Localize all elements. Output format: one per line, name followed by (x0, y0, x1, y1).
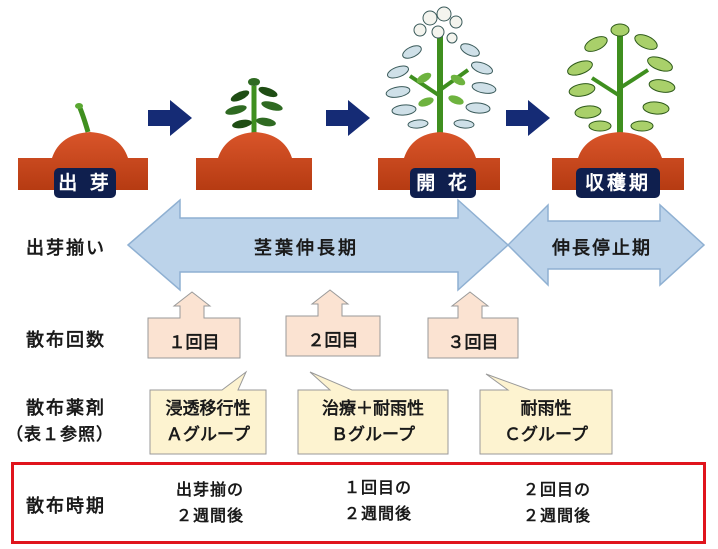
spray-timing-highlight (11, 462, 706, 544)
callout-count-3 (427, 291, 519, 359)
chem-b-line2: Ｂグループ (331, 425, 415, 445)
row-label-chemical: 散布薬剤 (26, 398, 106, 419)
plant-young (225, 78, 283, 140)
callout-count-2 (285, 289, 381, 357)
plant-flowering (385, 6, 497, 140)
chem-b-line1: 治療＋耐雨性 (322, 399, 424, 419)
arrow-elongation-stop (506, 203, 706, 287)
spray-count-3: ３回目 (447, 333, 499, 353)
row-label-chemical-ref: （表１参照） (6, 425, 114, 445)
row-label-spray-timing: 散布時期 (26, 496, 106, 517)
spray-count-2: ２回目 (307, 331, 359, 351)
chem-c-line1: 耐雨性 (520, 399, 572, 419)
timing-3-line2: ２週間後 (522, 506, 591, 525)
callout-count-1 (147, 291, 241, 359)
stage-arrow-2 (326, 100, 370, 136)
plant-harvest (567, 23, 676, 140)
chem-a-line1: 浸透移行性 (165, 399, 251, 419)
stage-label-emergence: 出 芽 (54, 168, 116, 198)
callout-chem-a (149, 370, 267, 455)
stage-arrow-1 (148, 100, 192, 136)
stage-label-harvest: 収穫期 (576, 168, 660, 198)
soil-mound-young (196, 132, 312, 190)
period-label-elongation-stop: 伸長停止期 (552, 238, 652, 259)
spray-count-1: １回目 (168, 333, 220, 353)
plant-emergence (75, 103, 91, 133)
callout-chem-c (479, 373, 613, 455)
chem-a-line2: Ａグループ (166, 425, 250, 445)
timing-2-line2: ２週間後 (343, 504, 412, 523)
stage-arrow-3 (506, 100, 550, 136)
callout-chem-b (297, 371, 449, 455)
timing-1-line1: 出芽揃の (175, 480, 244, 499)
timing-2-line1: １回目の (343, 478, 412, 497)
timing-3-line1: ２回目の (522, 480, 591, 499)
row-label-spray-count: 散布回数 (26, 330, 106, 351)
timing-1-line2: ２週間後 (175, 506, 244, 525)
row-label-emergence-complete: 出芽揃い (26, 238, 106, 259)
chem-c-line2: Ｃグループ (504, 425, 588, 445)
stage-label-flowering: 開 花 (410, 168, 476, 198)
period-label-stem-leaf: 茎葉伸長期 (254, 238, 359, 259)
